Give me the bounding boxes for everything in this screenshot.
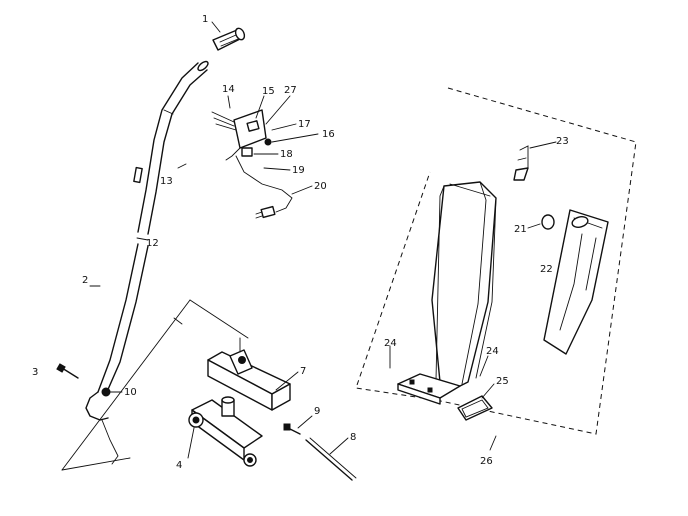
nozzle-base-4 [188,396,263,467]
callout-8: 8 [350,432,356,443]
callouts: 1 14 15 27 17 16 18 19 20 13 12 2 3 10 7… [32,14,569,471]
power-cord [235,155,293,219]
screw-9 [283,423,301,435]
callout-25: 25 [496,376,509,387]
nozzle-body-7 [207,337,291,411]
callout-2: 2 [82,275,88,286]
callout-12: 12 [146,238,159,249]
ring-21 [541,214,555,230]
nut-10 [101,387,111,397]
bag-group-dashed-frame [355,87,637,435]
bag-collar-24 [397,373,461,405]
callout-20: 20 [314,181,327,192]
switch-assembly [211,109,272,161]
callout-26: 26 [480,456,493,467]
callout-24-left: 24 [384,338,397,349]
rod-8 [305,437,357,481]
callout-14: 14 [222,84,235,95]
dust-bag-25 [457,395,493,421]
callout-1: 1 [202,14,208,25]
callout-15: 15 [262,86,275,97]
upper-handle-tube [133,60,209,235]
callout-23: 23 [556,136,569,147]
callout-16: 16 [322,129,335,140]
callout-4: 4 [176,460,182,471]
bag-housing [431,181,497,389]
callout-10: 10 [124,387,137,398]
bolt-3 [56,363,79,379]
callout-7: 7 [300,366,306,377]
bag-cover-22 [543,209,609,355]
callout-17: 17 [298,119,311,130]
callout-3: 3 [32,367,38,378]
handle-dashed-frame [61,299,249,471]
callout-19: 19 [292,165,305,176]
callout-24-right: 24 [486,346,499,357]
callout-18: 18 [280,149,293,160]
callout-9: 9 [314,406,320,417]
callout-13: 13 [160,176,173,187]
leader-lines [89,21,557,459]
bag-top-23 [513,145,529,181]
callout-21: 21 [514,224,527,235]
handle-grip [212,27,246,51]
lower-handle-tube [85,237,149,465]
callout-27: 27 [284,85,297,96]
callout-22: 22 [540,264,553,275]
